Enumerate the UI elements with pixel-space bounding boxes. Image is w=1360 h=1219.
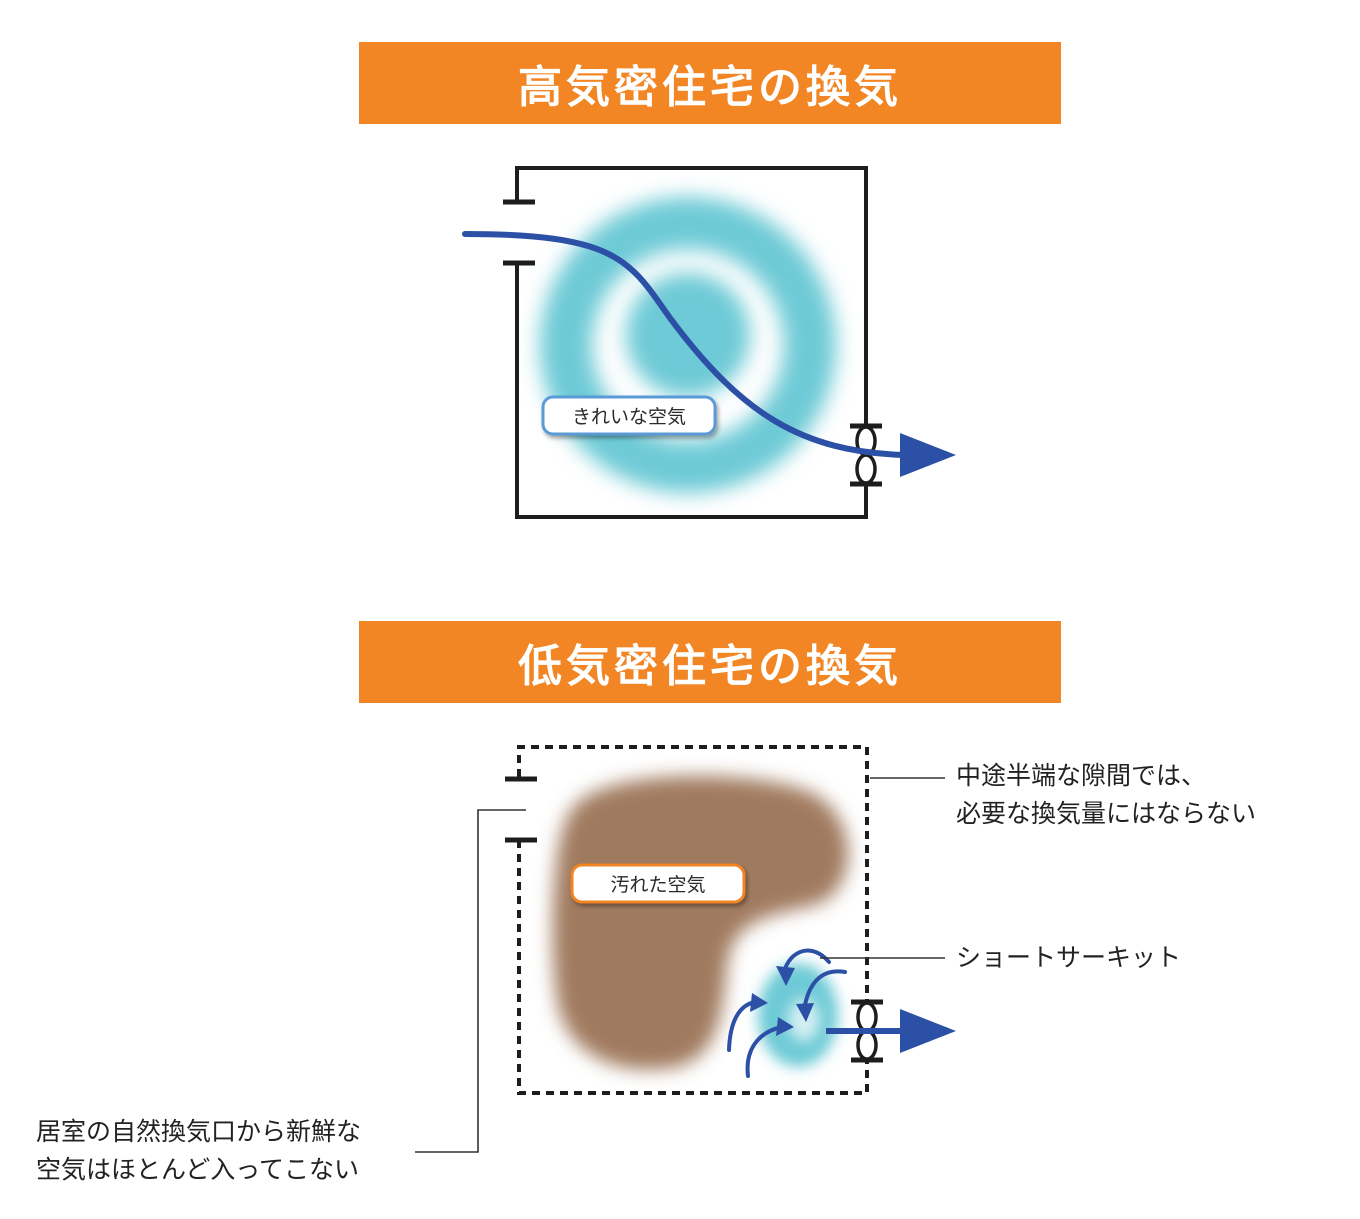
short-circuit-annotation: ショートサーキット [956,939,1181,977]
house-wall-dashed-bottom [517,840,869,1095]
exhaust-arrowhead [900,1009,956,1053]
gap-annotation-line2: 必要な換気量にはならない [956,799,1257,828]
dirty-air-label-box [570,863,746,904]
dirty-air-cloud [552,775,849,1070]
clean-air-label: きれいな空気 [572,406,686,428]
dirty-air-label: 汚れた空気 [610,874,705,896]
low-airtight-diagram: 汚れた空気 [415,745,956,1153]
airflow-path-clean [462,231,908,458]
low-airtight-title: 低気密住宅の換気 [518,641,902,692]
house-wall-top [515,166,868,426]
exhaust-fan-icon-low [851,999,883,1063]
gap-annotation-line1: 中途半端な隙間では、 [956,761,1207,790]
short-circuit-arrowheads [750,966,814,1036]
inlet-leader-line [415,809,526,1153]
exhaust-fan-icon [850,423,882,487]
house-wall-bottom [515,263,868,519]
clean-air-label-box [541,395,717,436]
high-airtight-title-banner: 高気密住宅の換気 [359,42,1061,124]
gap-annotation: 中途半端な隙間では、 必要な換気量にはならない [956,757,1256,833]
inlet-annotation-line1: 居室の自然換気口から新鮮な [36,1117,362,1146]
airflow-arrowhead-clean [900,433,956,477]
inlet-annotation-line2: 空気はほとんど入ってこない [36,1155,360,1184]
short-circuit-text: ショートサーキット [956,943,1182,972]
house-wall-dashed-top [517,745,869,1002]
low-airtight-title-banner: 低気密住宅の換気 [359,621,1061,703]
high-airtight-diagram: きれいな空気 [462,166,956,519]
inlet-annotation: 居室の自然換気口から新鮮な 空気はほとんど入ってこない [36,1113,361,1189]
high-airtight-title: 高気密住宅の換気 [518,62,902,113]
